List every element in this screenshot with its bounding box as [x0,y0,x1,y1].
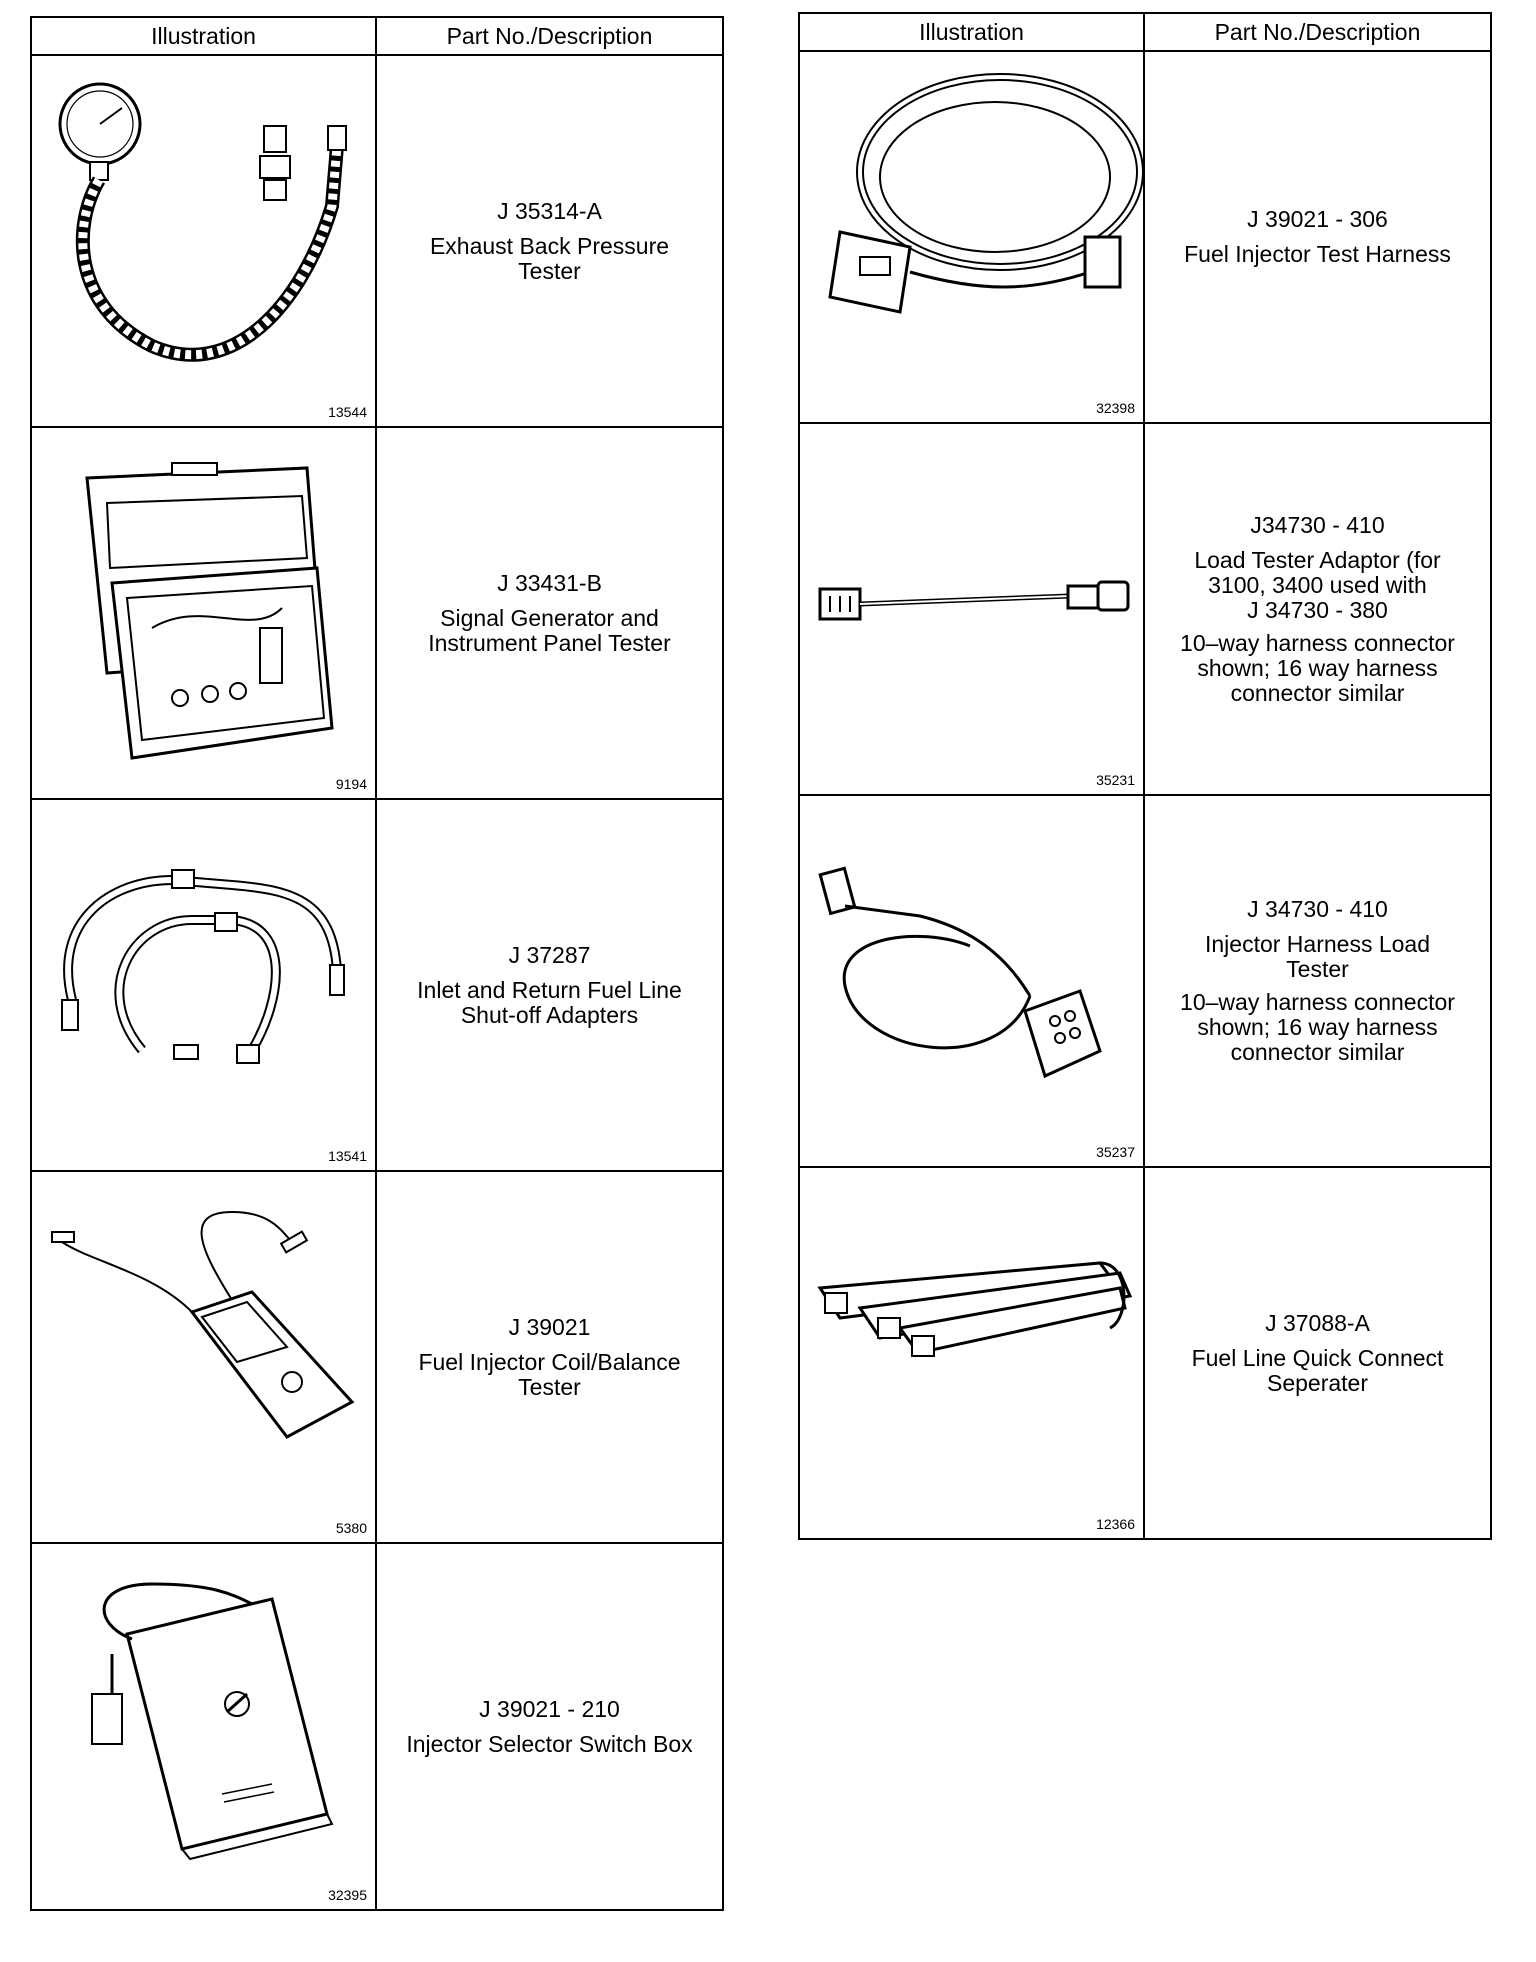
part-description-line: J 34730 - 380 [1247,596,1388,623]
test-harness-icon [828,73,1144,314]
tester-case-icon [85,462,334,760]
part-description-line: Fuel Injector Test Harness [1184,241,1451,267]
part-note-line: 10–way harness connector [1180,989,1455,1015]
figure-number: 13541 [328,1148,367,1164]
part-description-line: Fuel Injector Coil/Balance [418,1348,681,1375]
figure-number: 32398 [1096,400,1135,416]
part-description-line: Load Tester Adaptor (for [1194,546,1441,573]
part-number: J 37088-A [1265,1309,1370,1336]
part-number: J 37287 [508,941,591,968]
part-description-line: 3100, 3400 used with [1208,571,1427,598]
part-note-line: shown; 16 way harness [1197,1014,1438,1040]
figure-number: 9194 [335,776,367,792]
figure-number: 5380 [335,1520,367,1536]
part-number: J 39021 - 210 [479,1695,620,1722]
switch-box-icon [91,1582,334,1861]
harness-load-tester-icon [818,866,1102,1079]
part-description-line: Instrument Panel Tester [428,629,671,656]
part-description-line: Tester [1286,956,1349,982]
pressure-gauge-icon [58,82,347,362]
illustration-cell: 32395 [30,1542,377,1911]
illustration-cell: 35231 [798,422,1145,796]
part-number: J 34730 - 410 [1247,896,1388,922]
part-number: J 35314-A [497,197,602,224]
illustration-cell: 9194 [30,426,377,800]
fuel-line-adapters-icon [61,869,345,1064]
illustration-header: Illustration [798,12,1145,52]
part-description-line: Injector Selector Switch Box [406,1730,693,1757]
part-description-line: Signal Generator and [440,604,659,631]
balance-tester-icon [51,1210,355,1439]
part-number: J 39021 - 306 [1247,206,1388,232]
part-header: Part No./Description [1143,12,1492,52]
part-note-line: 10–way harness connector [1180,629,1455,656]
load-adaptor-icon [818,580,1130,621]
part-description-line: Tester [518,257,581,284]
quick-connect-separator-icon [817,1261,1133,1357]
part-number: J 33431-B [497,569,602,596]
part-number: J 39021 [508,1313,591,1340]
part-number: J34730 - 410 [1250,511,1385,538]
illustration-cell: 32398 [798,50,1145,424]
part-description-line: Injector Harness Load [1204,931,1430,957]
illustration-header: Illustration [30,16,377,56]
illustration-cell: 13544 [30,54,377,428]
part-description-line: Shut-off Adapters [460,1001,639,1028]
part-description-line: Exhaust Back Pressure [429,232,670,259]
part-description-line: Inlet and Return Fuel Line [417,976,682,1003]
figure-number: 13544 [328,404,367,420]
part-note-line: connector similar [1230,1039,1405,1065]
illustration-cell: 35237 [798,794,1145,1168]
part-note-line: connector similar [1230,679,1405,706]
figure-number: 35237 [1096,1144,1135,1160]
part-note-line: shown; 16 way harness [1197,654,1438,681]
figure-number: 35231 [1096,772,1135,788]
figure-number: 12366 [1096,1516,1135,1532]
illustration-cell: 5380 [30,1170,377,1544]
illustration-cell: 13541 [30,798,377,1172]
illustration-cell: 12366 [798,1166,1145,1540]
part-description-line: Fuel Line Quick Connect [1191,1344,1444,1371]
part-header: Part No./Description [375,16,724,56]
part-description-line: Tester [518,1373,581,1400]
figure-number: 32395 [328,1887,367,1903]
part-description-line: Seperater [1266,1369,1368,1396]
